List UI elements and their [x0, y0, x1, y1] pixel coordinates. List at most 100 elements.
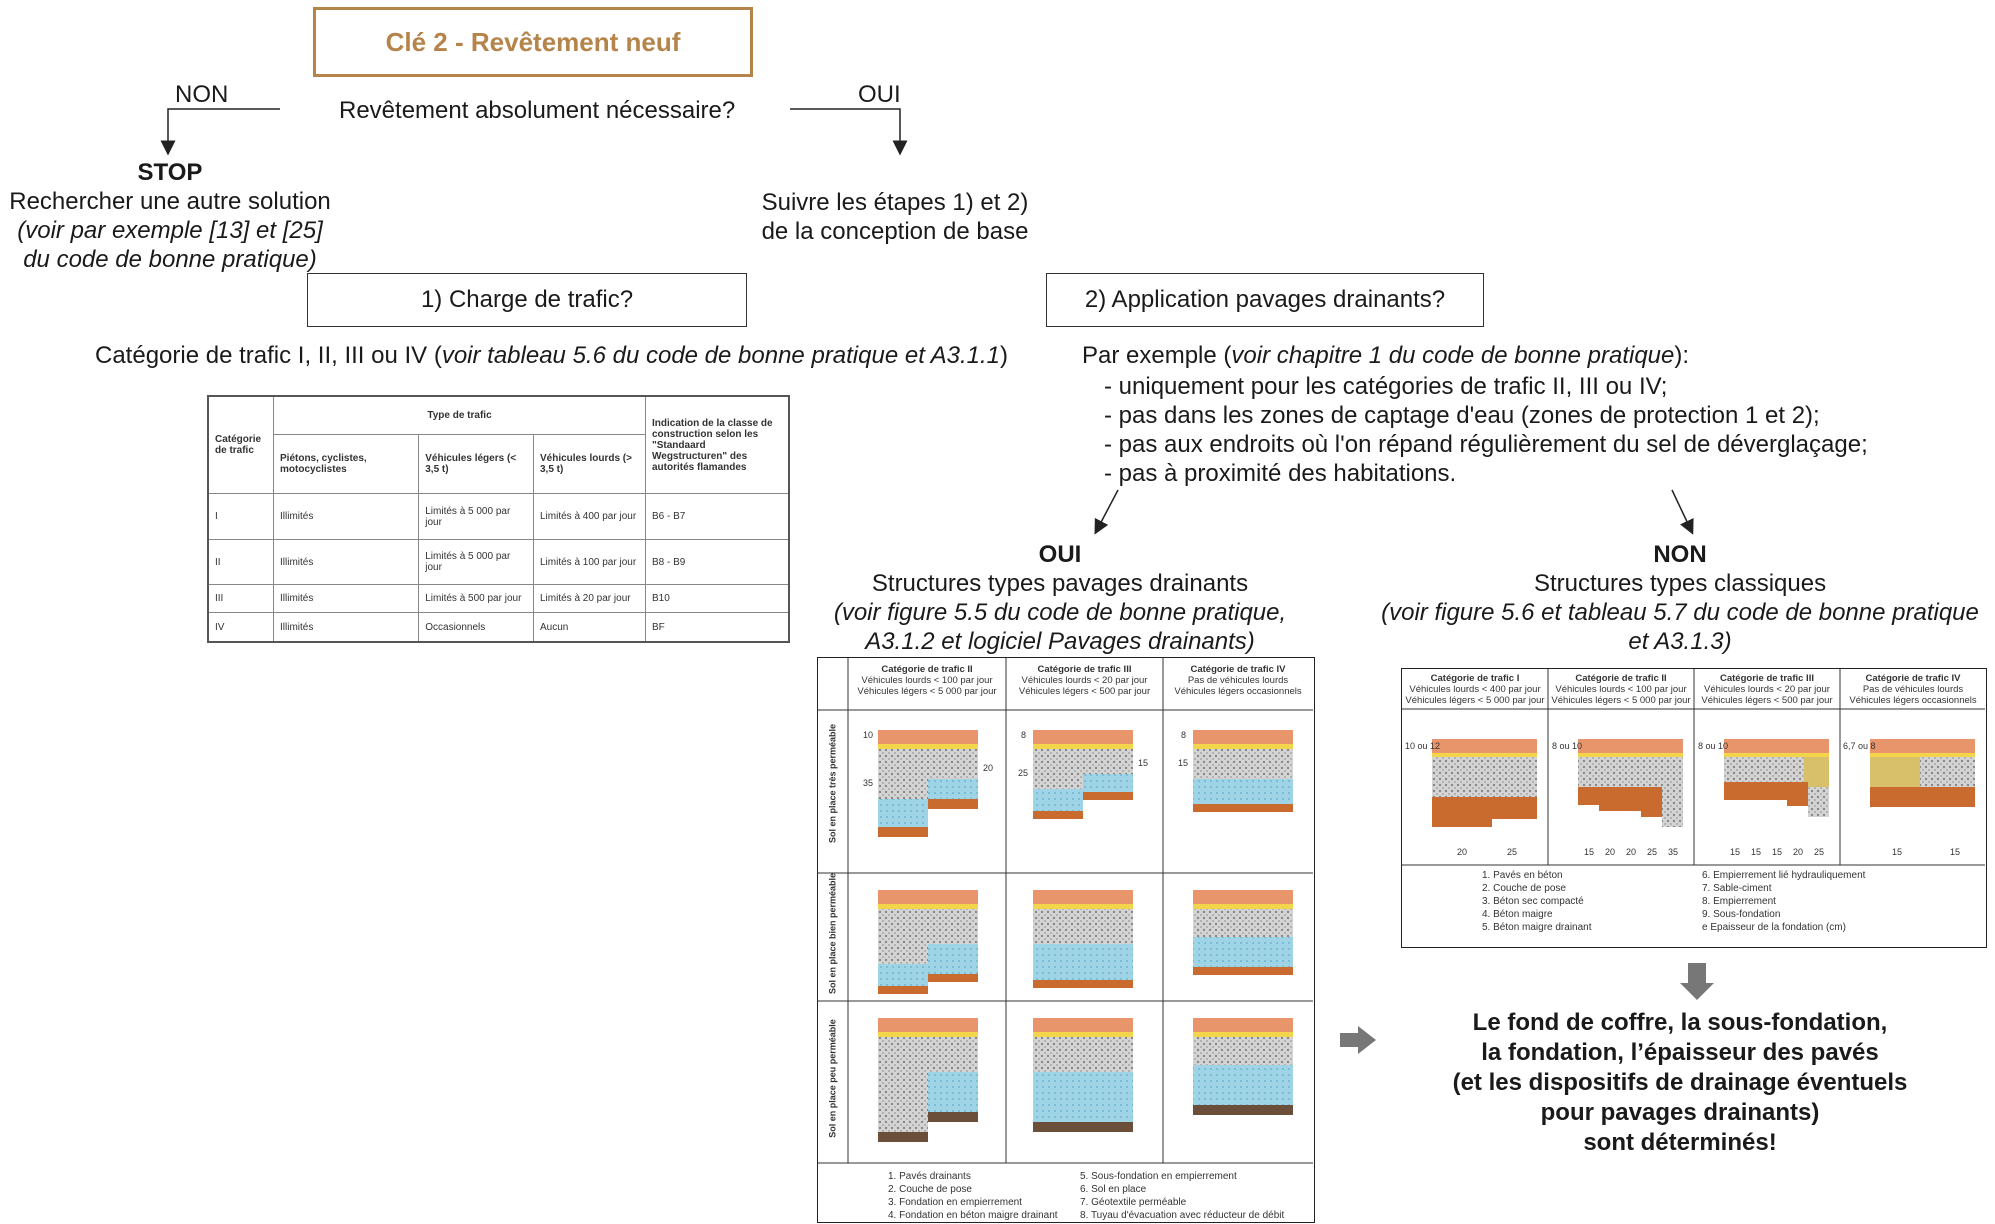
dim-r1c2-top: 8	[1021, 730, 1027, 740]
down-block-arrow	[1680, 963, 1714, 1000]
cell-ped: Illimités	[272, 584, 420, 614]
classic-thk-1: 10 ou 12	[1405, 741, 1441, 751]
e-value: 15	[1584, 847, 1595, 857]
classic-header-4: Catégorie de trafic IV Pas de véhicules …	[1840, 673, 1986, 706]
classic-section-1	[1432, 739, 1537, 827]
legend-item: e Epaisseur de la fondation (cm)	[1702, 922, 1846, 933]
section-r3c3	[1193, 1018, 1293, 1115]
right-block-arrow	[1340, 1026, 1376, 1054]
yes-arrow	[790, 108, 908, 156]
cell-class: B10	[645, 584, 790, 614]
step1-label: 1) Charge de trafic?	[420, 286, 634, 313]
classic-header-l2: Véhicules légers < 500 par jour	[1701, 695, 1833, 706]
title-box: Clé 2 - Revêtement neuf	[313, 7, 753, 77]
legend-item: 7. Géotextile perméable	[1080, 1197, 1187, 1208]
classic-section-4	[1870, 739, 1975, 807]
e-value: 20	[1457, 847, 1468, 857]
drain-header-2: Catégorie de trafic III Véhicules lourds…	[1006, 664, 1163, 697]
classic-header-l1: Véhicules lourds < 20 par jour	[1704, 684, 1830, 695]
drain-header-l1: Véhicules lourds < 20 par jour	[1021, 675, 1148, 686]
drain-header-cat: Catégorie de trafic II	[881, 664, 973, 675]
drain-header-l2: Véhicules légers < 500 par jour	[1018, 686, 1151, 697]
section-r1c1	[878, 730, 978, 837]
legend-item: 7. Sable-ciment	[1702, 883, 1772, 894]
title: Clé 2 - Revêtement neuf	[385, 26, 681, 57]
result-line5: sont déterminés!	[1583, 1129, 1777, 1156]
dim-r1c2-mid: 25	[1018, 768, 1029, 778]
sub-col-ped: Piétons, cyclistes, motocyclistes	[272, 433, 420, 495]
drain-header-l1: Véhicules lourds < 100 par jour	[861, 675, 993, 686]
classic-section-2	[1578, 739, 1683, 827]
e-value: 20	[1793, 847, 1804, 857]
drain-header-1: Catégorie de trafic II Véhicules lourds …	[848, 664, 1006, 697]
yes-label: OUI	[858, 81, 901, 108]
legend-item: 5. Sous-fondation en empierrement	[1080, 1171, 1237, 1182]
section-r2c3	[1193, 890, 1293, 975]
classic-section-3	[1724, 739, 1829, 817]
sub-col-heavy: Véhicules lourds (> 3,5 t)	[532, 433, 647, 495]
cell-cat: III	[207, 584, 274, 614]
classic-legend-right: 6. Empierrement lié hydrauliquement 7. S…	[1702, 869, 1865, 934]
classic-thk-2: 8 ou 10	[1552, 741, 1583, 751]
legend-item: 1. Pavés en béton	[1482, 870, 1563, 881]
bullet-1: - uniquement pour les catégories de traf…	[1104, 373, 1668, 400]
classic-header-l1: Véhicules lourds < 100 par jour	[1555, 684, 1687, 695]
oui-line3: A3.1.2 et logiciel Pavages drainants)	[865, 628, 1255, 655]
drain-grid-lines	[818, 658, 1313, 1164]
yes-line2: de la conception de base	[761, 218, 1029, 245]
sub-col-light: Véhicules légers (< 3,5 t)	[418, 433, 534, 495]
oui-branch: OUI Structures types pavages drainants (…	[820, 540, 1300, 656]
classic-header-l1: Véhicules lourds < 400 par jour	[1409, 684, 1541, 695]
classic-header-3: Catégorie de trafic III Véhicules lourds…	[1694, 673, 1840, 706]
table-row: II Illimités Limités à 5 000 par jour Li…	[207, 538, 790, 586]
legend-item: 1. Pavés drainants	[888, 1171, 971, 1182]
drain-header-l1: Pas de véhicules lourds	[1187, 675, 1289, 686]
cell-class: BF	[645, 612, 790, 643]
classic-header-l1: Pas de véhicules lourds	[1862, 684, 1964, 695]
non-title: NON	[1653, 541, 1707, 568]
legend-item: 2. Couche de pose	[1482, 883, 1566, 894]
classic-header-cat: Catégorie de trafic I	[1430, 673, 1520, 684]
legend-item: 4. Fondation en béton maigre drainant	[888, 1210, 1058, 1221]
result-line3: (et les dispositifs de drainage éventuel…	[1452, 1069, 1908, 1096]
yes-block: Suivre les étapes 1) et 2) de la concept…	[740, 188, 1050, 246]
non-line3: et A3.1.3)	[1628, 628, 1732, 655]
cell-heavy: Aucun	[532, 612, 647, 643]
no-arrow	[160, 108, 280, 156]
stop-line2: (voir par exemple [13] et [25]	[17, 217, 323, 244]
e-value: 20	[1605, 847, 1616, 857]
dim-r1c1-mid: 35	[863, 778, 874, 788]
classic-header-cat: Catégorie de trafic III	[1720, 673, 1814, 684]
cell-heavy: Limités à 400 par jour	[532, 493, 647, 540]
section-r1c3	[1193, 730, 1293, 812]
result-line1: Le fond de coffre, la sous-fondation,	[1472, 1009, 1888, 1036]
e-value: 15	[1751, 847, 1762, 857]
result-line2: la fondation, l’épaisseur des pavés	[1481, 1039, 1879, 1066]
col-type-header: Type de trafic	[273, 395, 646, 435]
drain-legend-left: 1. Pavés drainants 2. Couche de pose 3. …	[888, 1170, 1058, 1222]
oui-line1: Structures types pavages drainants	[871, 570, 1249, 597]
table-row: III Illimités Limités à 500 par jour Lim…	[207, 584, 790, 614]
cell-light: Occasionnels	[418, 612, 534, 643]
step1-desc-italic: voir tableau 5.6 du code de bonne pratiq…	[441, 342, 1001, 369]
step2-bullets: - uniquement pour les catégories de traf…	[1104, 372, 1868, 488]
classic-thk-4: 6,7 ou 8	[1843, 741, 1876, 751]
classic-header-cat: Catégorie de trafic IV	[1865, 673, 1961, 684]
cell-ped: Illimités	[272, 612, 420, 643]
e-value: 20	[1626, 847, 1637, 857]
result-block: Le fond de coffre, la sous-fondation, la…	[1420, 1008, 1940, 1158]
e-value: 15	[1772, 847, 1783, 857]
classic-grid-lines	[1402, 669, 1985, 866]
bullet-2: - pas dans les zones de captage d'eau (z…	[1104, 402, 1820, 429]
oui-branch-arrow	[1094, 489, 1119, 535]
legend-item: 9. Sous-fondation	[1702, 909, 1781, 920]
cell-cat: IV	[207, 612, 274, 643]
drain-header-cat: Catégorie de trafic III	[1037, 664, 1132, 675]
dim-r1c1-top: 10	[863, 730, 874, 740]
dim-r1c2-right: 15	[1138, 758, 1149, 768]
step2-intro-end: ):	[1674, 342, 1690, 369]
cell-ped: Illimités	[272, 493, 420, 540]
non-line2: (voir figure 5.6 et tableau 5.7 du code …	[1381, 599, 1979, 626]
section-r3c2	[1033, 1018, 1133, 1132]
